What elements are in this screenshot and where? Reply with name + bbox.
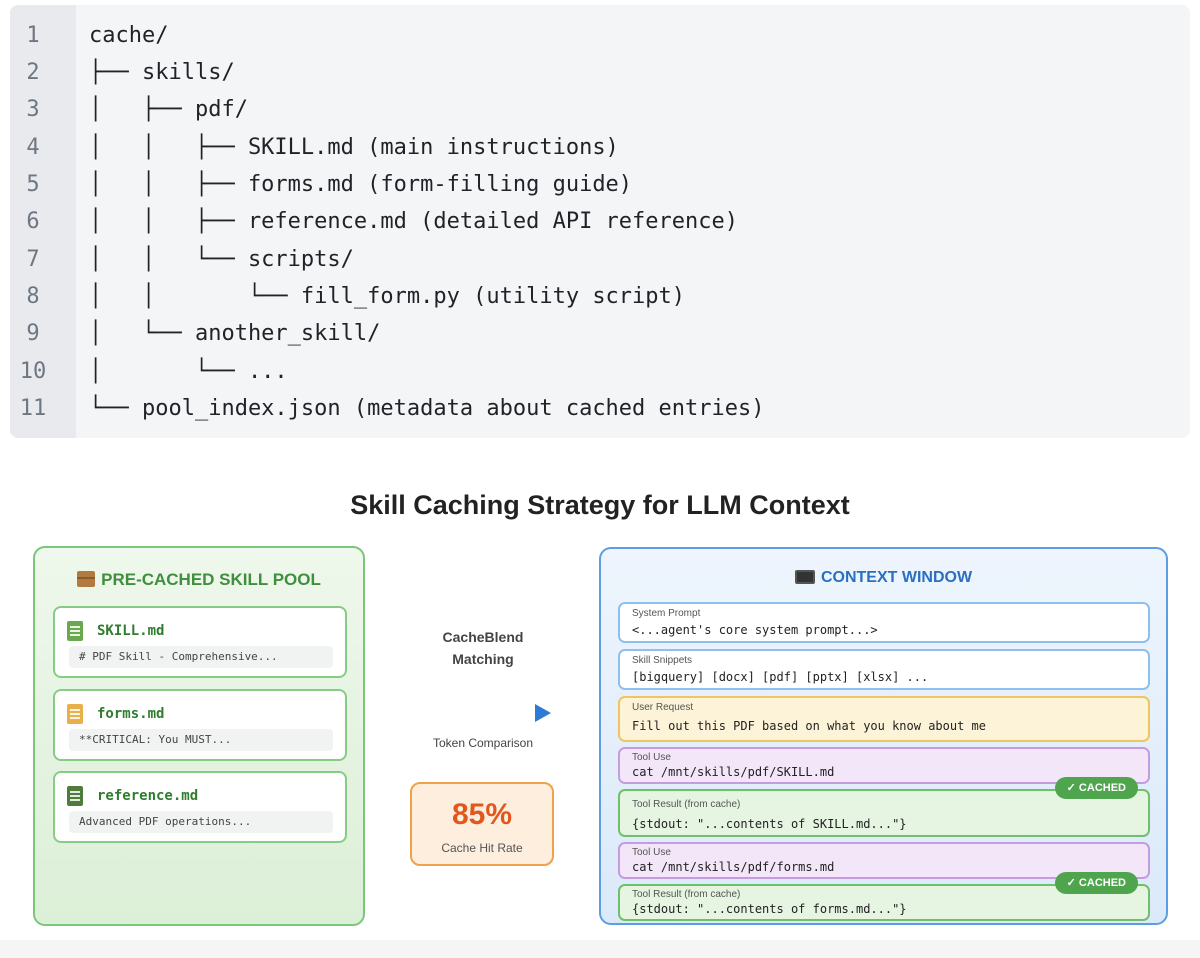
code-block: 1 cache/ 2 ├── skills/ 3 │ ├── pdf/ 4 │ │ ├─… <box>10 5 1190 438</box>
code-line: 6 │ │ ├── reference.md (detailed API refe… <box>10 203 1190 240</box>
context-item-label: Tool Result (from cache) <box>632 799 741 810</box>
line-number: 11 <box>19 396 47 421</box>
code-line: 5 │ │ ├── forms.md (form-filling guide) <box>10 166 1190 203</box>
cached-badge: ✓ CACHED <box>1054 777 1138 799</box>
context-window-title-text: CONTEXT WINDOW <box>820 569 973 586</box>
matching-label-line2: Matching <box>452 651 514 667</box>
memo-icon <box>67 704 83 724</box>
context-item-content: cat /mnt/skills/pdf/forms.md <box>632 860 835 874</box>
context-window-panel: CONTEXT WINDOW System Prompt <...agent's… <box>599 547 1168 925</box>
context-window-title: CONTEXT WINDOW <box>601 569 1166 587</box>
context-item-content: <...agent's core system prompt...> <box>632 623 878 637</box>
context-item-label: System Prompt <box>632 608 701 619</box>
skill-name: reference.md <box>97 788 199 804</box>
document-icon <box>67 621 83 641</box>
arrow-right-icon <box>535 704 551 722</box>
code-line: 7 │ │ └── scripts/ <box>10 241 1190 278</box>
context-item-tool-result: ✓ CACHED Tool Result (from cache) {stdou… <box>618 777 1150 837</box>
code-text: └── pool_index.json (metadata about cach… <box>89 396 765 421</box>
code-line: 11 └── pool_index.json (metadata about ca… <box>10 390 1190 427</box>
code-text: │ │ └── scripts/ <box>89 247 354 272</box>
context-item-content: [bigquery] [docx] [pdf] [pptx] [xlsx] ..… <box>632 670 929 684</box>
line-number: 5 <box>26 172 40 197</box>
line-number: 7 <box>26 247 40 272</box>
context-item-content: Fill out this PDF based on what you know… <box>632 719 987 733</box>
skill-name: forms.md <box>97 706 165 722</box>
line-number: 4 <box>26 135 40 160</box>
code-text: ├── skills/ <box>89 60 235 85</box>
line-number: 8 <box>26 284 40 309</box>
package-icon <box>77 571 96 587</box>
context-item-label: Tool Result (from cache) <box>632 889 741 900</box>
cache-hit-rate-box: 85% Cache Hit Rate <box>410 782 554 866</box>
matching-label-line1: CacheBlend <box>442 629 524 645</box>
cache-hit-rate-label: Cache Hit Rate <box>441 841 523 855</box>
code-text: │ │ ├── reference.md (detailed API refer… <box>89 209 739 234</box>
code-text: │ │ ├── forms.md (form-filling guide) <box>89 172 633 197</box>
monitor-icon <box>794 570 815 584</box>
line-number: 9 <box>26 321 40 346</box>
code-line: 10 │ └── ... <box>10 353 1190 390</box>
line-number: 2 <box>26 60 40 85</box>
skill-name: SKILL.md <box>97 623 165 639</box>
line-number: 10 <box>19 359 47 384</box>
line-number-gutter <box>10 5 76 438</box>
code-line: 9 │ └── another_skill/ <box>10 315 1190 352</box>
code-text: │ ├── pdf/ <box>89 97 248 122</box>
context-item-content: {stdout: "...contents of forms.md..."} <box>632 902 907 916</box>
code-text: │ └── another_skill/ <box>89 321 381 346</box>
line-number: 6 <box>26 209 40 234</box>
code-line: 8 │ │ └── fill_form.py (utility script) <box>10 278 1190 315</box>
context-item-label: User Request <box>632 702 694 713</box>
cache-hit-rate-value: 85% <box>451 798 513 831</box>
context-item-skill-snippets: Skill Snippets [bigquery] [docx] [pdf] [… <box>618 649 1150 690</box>
line-number: 1 <box>26 23 40 48</box>
skill-pool-title: PRE-CACHED SKILL POOL <box>35 570 363 590</box>
skill-card: SKILL.md # PDF Skill - Comprehensive... <box>53 606 347 678</box>
code-line: 2 ├── skills/ <box>10 54 1190 91</box>
skill-pool-panel: PRE-CACHED SKILL POOL SKILL.md # PDF Ski… <box>33 546 365 926</box>
code-text: │ │ ├── SKILL.md (main instructions) <box>89 135 619 160</box>
line-number: 3 <box>26 97 40 122</box>
context-item-system-prompt: System Prompt <...agent's core system pr… <box>618 602 1150 643</box>
skill-pool-title-text: PRE-CACHED SKILL POOL <box>101 570 321 589</box>
cached-badge: ✓ CACHED <box>1054 872 1138 894</box>
context-item-label: Skill Snippets <box>632 655 693 666</box>
code-line: 4 │ │ ├── SKILL.md (main instructions) <box>10 129 1190 166</box>
context-item-content: {stdout: "...contents of SKILL.md..."} <box>632 817 907 831</box>
skill-card: forms.md **CRITICAL: You MUST... <box>53 689 347 761</box>
code-text: │ │ └── fill_form.py (utility script) <box>89 284 686 309</box>
context-item-tool-result: ✓ CACHED Tool Result (from cache) {stdou… <box>618 872 1150 921</box>
context-item-label: Tool Use <box>632 752 671 763</box>
code-line: 1 cache/ <box>10 17 1190 54</box>
context-item-content: cat /mnt/skills/pdf/SKILL.md <box>632 765 835 779</box>
skill-snippet: **CRITICAL: You MUST... <box>69 729 333 751</box>
books-icon <box>67 786 83 806</box>
code-line: 3 │ ├── pdf/ <box>10 91 1190 128</box>
skill-snippet: # PDF Skill - Comprehensive... <box>69 646 333 668</box>
code-text: │ └── ... <box>89 359 288 384</box>
bottom-strip <box>0 940 1200 958</box>
code-text: cache/ <box>89 23 169 48</box>
context-item-user-request: User Request Fill out this PDF based on … <box>618 696 1150 742</box>
context-item-label: Tool Use <box>632 847 671 858</box>
token-comparison-label: Token Comparison <box>432 736 534 750</box>
diagram-title: Skill Caching Strategy for LLM Context <box>350 490 850 520</box>
skill-card: reference.md Advanced PDF operations... <box>53 771 347 843</box>
skill-snippet: Advanced PDF operations... <box>69 811 333 833</box>
